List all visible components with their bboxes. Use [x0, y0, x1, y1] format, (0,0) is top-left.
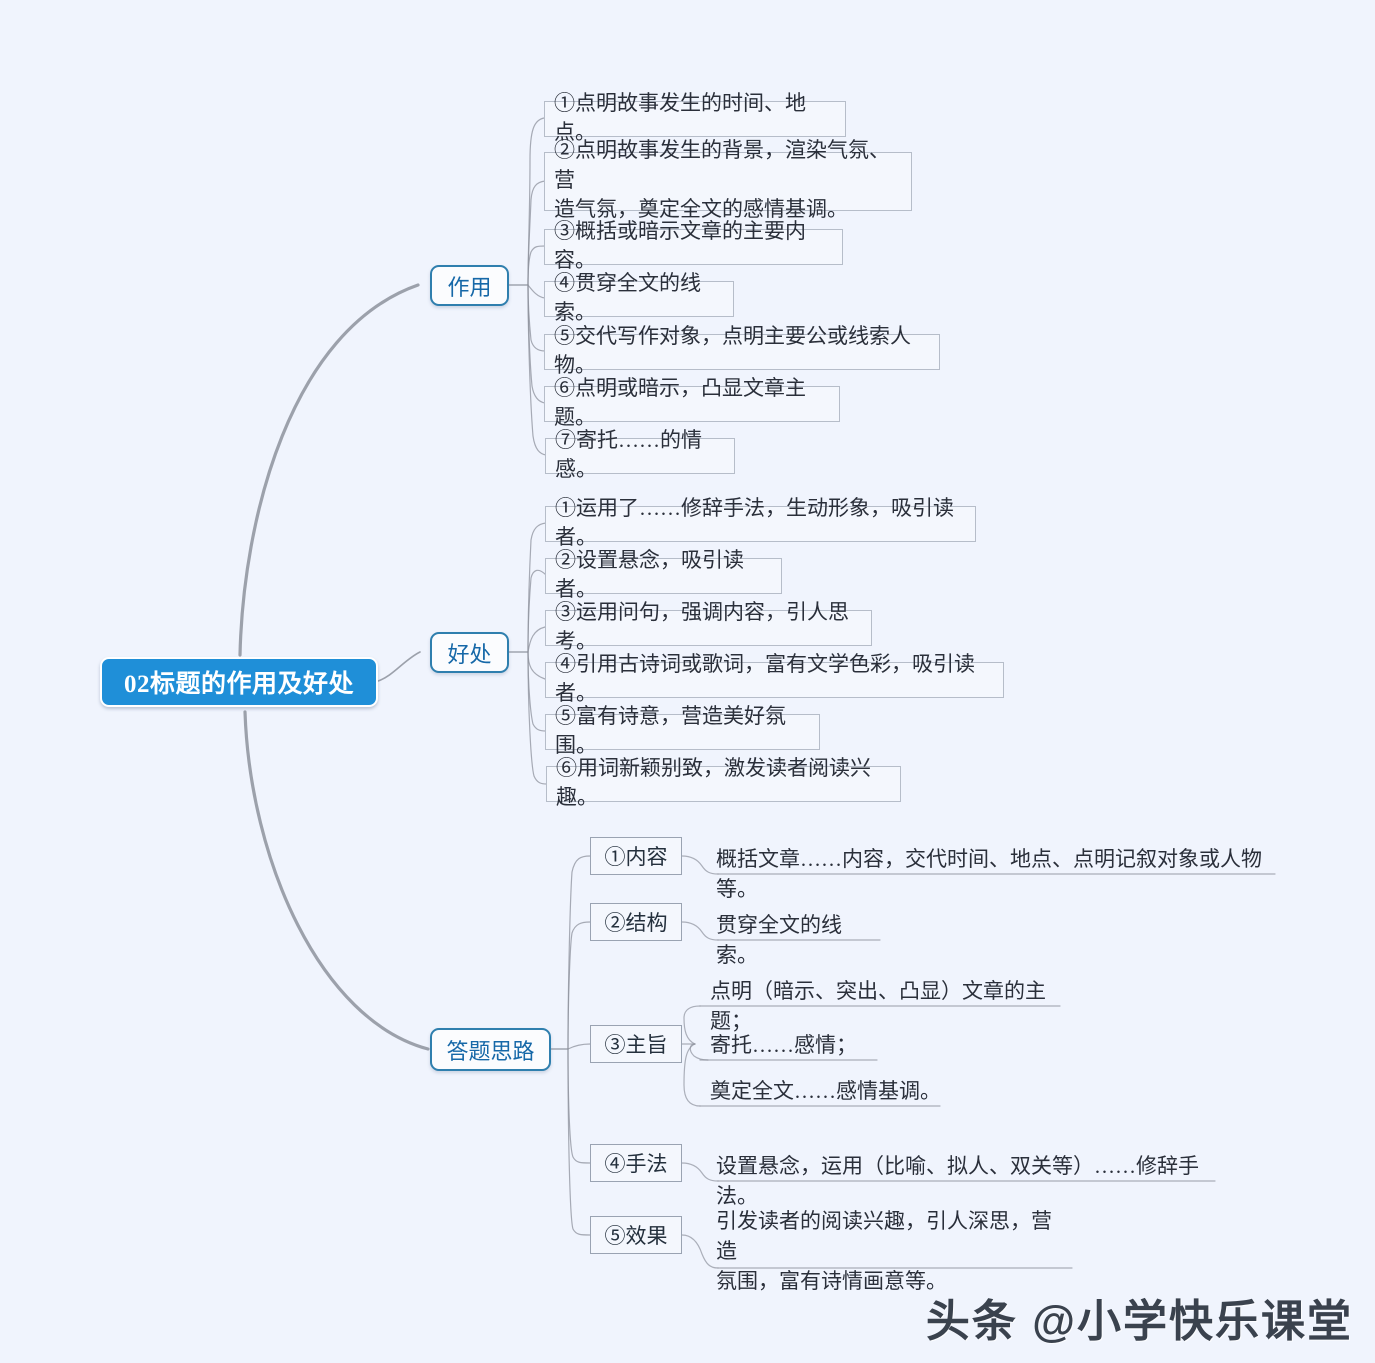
link-datisilu-5 [567, 1048, 591, 1236]
link-haochu-1 [527, 522, 547, 653]
link-haochu-5 [527, 651, 547, 732]
chip-neirong-text: ①内容 [604, 845, 668, 869]
link-datisilu-1 [567, 855, 591, 1050]
chip-shoufa[interactable]: ④手法 [590, 1144, 682, 1182]
link-root-to-zuoyong [238, 283, 420, 657]
detail-zhuzhi-3-text: 奠定全文……感情基调。 [710, 1079, 941, 1103]
leaf-haochu-4-text: ④引用古诗词或歌词，富有文学色彩，吸引读者。 [555, 651, 975, 705]
detail-zhuzhi-1-text: 点明（暗示、突出、凸显）文章的主题； [710, 979, 1046, 1033]
link-zuoyong-5 [527, 284, 546, 352]
leaf-zuoyong-1-text: ①点明故事发生的时间、地点。 [554, 90, 806, 144]
branch-label-zuoyong: 作用 [447, 274, 492, 300]
link-zuoyong-4 [527, 284, 546, 299]
chip-xiaoguo[interactable]: ⑤效果 [590, 1216, 682, 1254]
leaf-zuoyong-6-text: ⑥点明或暗示，凸显文章主题。 [554, 375, 806, 429]
link-haochu-4 [527, 651, 546, 680]
leaf-haochu-4[interactable]: ④引用古诗词或歌词，富有文学色彩，吸引读者。 [545, 652, 1004, 705]
detail-shoufa-1: 设置悬念，运用（比喻、拟人、双关等）……修辞手法。 [712, 1152, 1217, 1214]
leaf-haochu-5-text: ⑤富有诗意，营造美好氛围。 [555, 703, 786, 757]
leaf-zuoyong-5[interactable]: ⑤交代写作对象，点明主要公或线索人物。 [544, 324, 940, 377]
link-datisilu-3 [567, 1043, 591, 1050]
branch-node-zuoyong[interactable]: 作用 [430, 265, 509, 306]
chip-jiegou[interactable]: ②结构 [590, 903, 682, 941]
link-haochu-3 [527, 626, 546, 653]
detail-neirong-1: 概括文章……内容，交代时间、地点、点明记叙对象或人物等。 [712, 845, 1277, 907]
chip-xiaoguo-text: ⑤效果 [604, 1224, 668, 1248]
leaf-haochu-1[interactable]: ①运用了……修辞手法，生动形象，吸引读者。 [545, 496, 976, 549]
root-node-label: 02标题的作用及好处 [123, 671, 354, 698]
link-zuoyong-3 [527, 245, 546, 286]
detail-jiegou-1-text: 贯穿全文的线索。 [716, 913, 842, 967]
link-datisilu-4 [567, 1048, 591, 1164]
leaf-zuoyong-2-text: ②点明故事发生的背景，渲染气氛、营 造气氛，奠定全文的感情基调。 [554, 138, 890, 222]
chip-neirong[interactable]: ①内容 [590, 837, 682, 875]
link-root-to-datisilu [243, 710, 430, 1051]
watermark: 头条 @小学快乐课堂 [925, 1297, 1353, 1346]
link-root-to-haochu [377, 651, 421, 682]
link-zuoyong-1 [527, 117, 545, 286]
detail-shoufa-1-text: 设置悬念，运用（比喻、拟人、双关等）……修辞手法。 [716, 1154, 1199, 1208]
leaf-zuoyong-4-text: ④贯穿全文的线索。 [554, 270, 701, 324]
detail-xiaoguo-1-text: 引发读者的阅读兴趣，引人深思，营造 氛围，富有诗情画意等。 [716, 1209, 1052, 1293]
leaf-zuoyong-4[interactable]: ④贯穿全文的线索。 [544, 271, 734, 324]
detail-zhuzhi-1: 点明（暗示、突出、凸显）文章的主题； [706, 977, 1064, 1039]
chip-zhuzhi-text: ③主旨 [604, 1033, 668, 1057]
leaf-haochu-3-text: ③运用问句，强调内容，引人思考。 [555, 599, 849, 653]
leaf-zuoyong-7-text: ⑦寄托……的情感。 [555, 427, 702, 481]
link-datisilu-2 [567, 921, 591, 1050]
link-zuoyong-6 [527, 284, 546, 404]
leaf-haochu-2[interactable]: ②设置悬念，吸引读者。 [545, 548, 782, 601]
leaf-zuoyong-7[interactable]: ⑦寄托……的情感。 [545, 428, 735, 481]
detail-neirong-1-text: 概括文章……内容，交代时间、地点、点明记叙对象或人物等。 [716, 847, 1262, 901]
link-haochu-2 [527, 569, 547, 653]
leaf-zuoyong-1[interactable]: ①点明故事发生的时间、地点。 [544, 91, 846, 144]
leaf-haochu-1-text: ①运用了……修辞手法，生动形象，吸引读者。 [555, 495, 954, 549]
detail-zhuzhi-3: 奠定全文……感情基调。 [706, 1077, 946, 1109]
detail-xiaoguo-1: 引发读者的阅读兴趣，引人深思，营造 氛围，富有诗情画意等。 [712, 1207, 1074, 1298]
detail-zhuzhi-2-text: 寄托……感情； [710, 1033, 857, 1057]
leaf-haochu-3[interactable]: ③运用问句，强调内容，引人思考。 [545, 600, 872, 653]
leaf-zuoyong-6[interactable]: ⑥点明或暗示，凸显文章主题。 [544, 376, 840, 429]
leaf-haochu-6[interactable]: ⑥用词新颖别致，激发读者阅读兴趣。 [546, 756, 901, 809]
leaf-zuoyong-5-text: ⑤交代写作对象，点明主要公或线索人物。 [554, 323, 911, 377]
link-chip3-detail3 [683, 1043, 701, 1107]
leaf-haochu-2-text: ②设置悬念，吸引读者。 [555, 547, 744, 601]
leaf-zuoyong-3[interactable]: ③概括或暗示文章的主要内容。 [544, 219, 843, 272]
leaf-zuoyong-3-text: ③概括或暗示文章的主要内容。 [554, 218, 806, 272]
link-zuoyong-2 [527, 180, 546, 286]
branch-label-haochu: 好处 [447, 641, 492, 667]
branch-node-haochu[interactable]: 好处 [430, 632, 509, 673]
leaf-zuoyong-2[interactable]: ②点明故事发生的背景，渲染气氛、营 造气氛，奠定全文的感情基调。 [544, 138, 912, 221]
branch-label-datisilu: 答题思路 [446, 1038, 535, 1064]
detail-jiegou-1: 贯穿全文的线索。 [712, 911, 882, 973]
leaf-haochu-6-text: ⑥用词新颖别致，激发读者阅读兴趣。 [556, 755, 871, 809]
link-chip3-detail1 [683, 1005, 701, 1045]
chip-zhuzhi[interactable]: ③主旨 [590, 1025, 682, 1063]
root-node[interactable]: 02标题的作用及好处 [100, 657, 378, 707]
leaf-haochu-5[interactable]: ⑤富有诗意，营造美好氛围。 [545, 704, 820, 757]
chip-shoufa-text: ④手法 [604, 1152, 668, 1176]
branch-node-datisilu[interactable]: 答题思路 [430, 1028, 551, 1071]
detail-zhuzhi-2: 寄托……感情； [706, 1031, 881, 1063]
chip-jiegou-text: ②结构 [604, 911, 668, 935]
